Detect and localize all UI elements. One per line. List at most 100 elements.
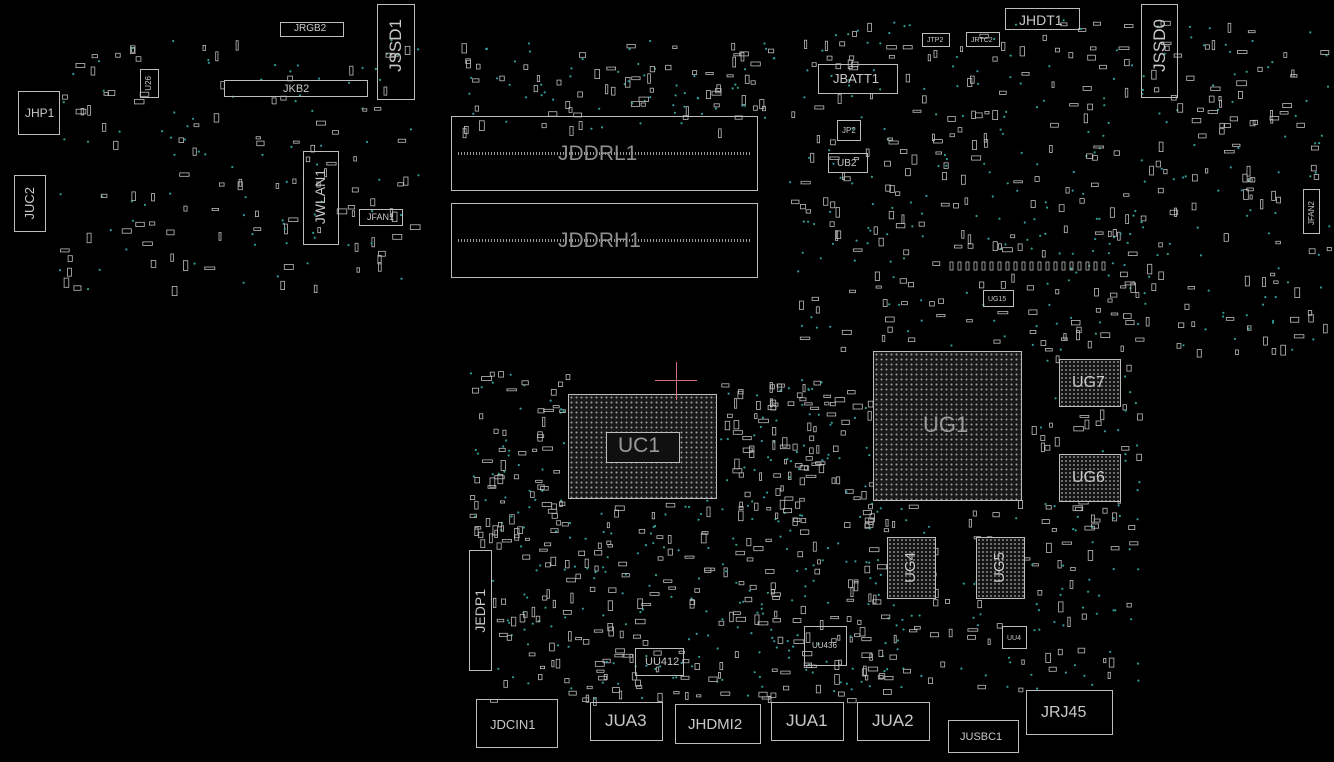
passive-component xyxy=(772,596,780,600)
passive-component xyxy=(779,499,786,510)
via-dot xyxy=(907,330,910,333)
passive-component xyxy=(850,587,854,598)
passive-component xyxy=(949,133,955,138)
passive-component xyxy=(570,592,574,604)
jhdt1-connector: JHDT1 xyxy=(1005,8,1080,30)
passive-component xyxy=(746,557,754,562)
via-dot xyxy=(983,162,986,165)
passive-component xyxy=(559,501,563,507)
passive-component xyxy=(1294,287,1301,298)
via-dot xyxy=(903,25,906,28)
via-dot xyxy=(734,83,737,86)
passive-component xyxy=(528,652,536,657)
via-dot xyxy=(672,676,675,679)
passive-component xyxy=(905,73,911,83)
passive-component xyxy=(726,74,734,78)
passive-component xyxy=(694,588,700,593)
via-dot xyxy=(1062,564,1065,567)
passive-component xyxy=(849,636,853,643)
via-dot xyxy=(1136,444,1139,447)
via-dot xyxy=(920,299,923,302)
via-dot xyxy=(1144,302,1147,305)
via-dot xyxy=(507,454,510,457)
passive-component xyxy=(640,102,646,107)
passive-component xyxy=(501,539,512,543)
via-dot xyxy=(1081,606,1085,609)
jbatt1-connector: JBATT1 xyxy=(818,64,898,94)
passive-component xyxy=(530,491,535,498)
passive-component xyxy=(754,614,760,625)
via-dot xyxy=(811,671,814,674)
passive-component xyxy=(647,73,651,84)
via-dot xyxy=(763,116,767,119)
via-dot xyxy=(905,519,908,522)
via-dot xyxy=(97,60,101,63)
passive-component xyxy=(733,611,741,615)
via-dot xyxy=(785,547,789,551)
passive-component xyxy=(469,513,477,518)
via-dot xyxy=(876,510,879,513)
passive-component xyxy=(1049,422,1053,428)
via-dot xyxy=(896,639,900,642)
passive-component xyxy=(522,554,531,560)
passive-component xyxy=(772,618,781,623)
via-dot xyxy=(313,213,316,216)
via-dot xyxy=(1107,252,1110,255)
passive-component xyxy=(1219,128,1225,135)
via-dot xyxy=(748,589,751,592)
via-dot xyxy=(892,276,895,279)
via-dot xyxy=(197,150,200,153)
passive-component xyxy=(967,243,974,249)
passive-component xyxy=(928,677,934,684)
via-dot xyxy=(602,614,605,617)
passive-component xyxy=(837,634,841,641)
passive-component xyxy=(909,629,918,633)
via-dot xyxy=(285,242,288,245)
passive-component xyxy=(811,462,822,466)
via-dot xyxy=(1006,182,1009,185)
jp2-jumper: JP2 xyxy=(837,120,861,141)
via-dot xyxy=(813,222,816,226)
via-dot xyxy=(125,248,128,251)
via-dot xyxy=(900,686,903,689)
via-dot xyxy=(1271,61,1274,64)
via-dot xyxy=(1098,321,1102,324)
via-dot xyxy=(1251,39,1254,43)
passive-component xyxy=(597,542,602,549)
passive-component xyxy=(947,116,956,122)
via-dot xyxy=(253,243,257,246)
via-dot xyxy=(207,58,210,62)
via-dot xyxy=(510,515,513,518)
passive-component xyxy=(385,52,396,58)
passive-component xyxy=(967,234,972,244)
via-dot xyxy=(1114,609,1117,612)
passive-component xyxy=(1095,307,1101,313)
via-dot xyxy=(1182,176,1185,179)
passive-component xyxy=(992,512,1000,518)
via-dot xyxy=(1245,70,1248,73)
via-dot xyxy=(976,624,980,627)
ug5-label: UG5 xyxy=(991,552,1008,583)
passive-component xyxy=(1112,512,1118,522)
via-dot xyxy=(1196,226,1199,229)
passive-component xyxy=(1082,86,1092,91)
via-dot xyxy=(1014,23,1018,26)
passive-component xyxy=(551,503,557,510)
passive-component xyxy=(535,615,541,623)
via-dot xyxy=(522,526,525,529)
passive-component xyxy=(552,405,560,409)
via-dot xyxy=(371,210,374,213)
via-dot xyxy=(736,86,740,89)
passive-component xyxy=(555,658,561,669)
passive-component xyxy=(824,40,828,52)
passive-component xyxy=(349,65,354,76)
via-dot xyxy=(1046,282,1049,285)
passive-component xyxy=(975,112,983,119)
pad-strip xyxy=(981,261,986,271)
passive-component xyxy=(642,640,649,646)
passive-component xyxy=(968,518,972,528)
passive-component xyxy=(993,339,1001,344)
via-dot xyxy=(1031,563,1034,566)
via-dot xyxy=(999,128,1002,131)
via-dot xyxy=(554,530,558,533)
